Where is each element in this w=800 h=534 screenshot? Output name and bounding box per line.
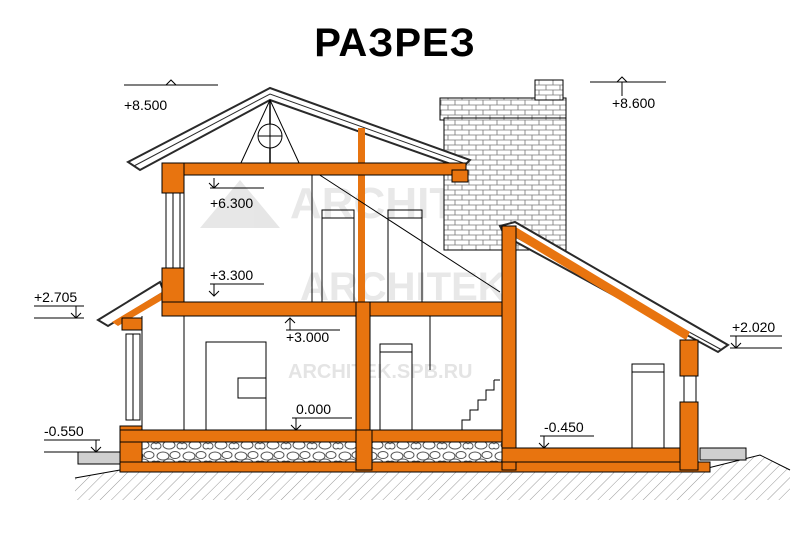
level-marks: [34, 76, 782, 453]
staircase: [461, 380, 495, 430]
level-roof-ridge: +8.500: [124, 97, 167, 113]
level-ground-floor: 0.000: [296, 401, 331, 417]
interior: [125, 175, 697, 449]
main-roof: [126, 86, 472, 308]
level-attic-beam: +6.300: [210, 195, 253, 211]
ground-door-center: [379, 343, 413, 431]
level-right-floor: -0.450: [544, 419, 584, 435]
level-left-eave: +2.705: [34, 289, 77, 305]
level-left-ground: -0.550: [44, 423, 84, 439]
level-chimney-top: +8.600: [612, 95, 655, 111]
foundation-fill-mid: [371, 439, 503, 465]
lower-door-right: [631, 363, 665, 449]
level-second-floor: +3.300: [210, 267, 253, 283]
level-first-ceiling: +3.000: [286, 329, 329, 345]
level-right-eave: +2.020: [732, 319, 775, 335]
structure: [119, 162, 711, 473]
attic-door-right: [387, 209, 423, 303]
ground-door-left: [205, 341, 267, 431]
shed-roof: [311, 169, 730, 354]
drawing-title: РАЗРЕЗ: [314, 21, 476, 65]
chimney: [439, 79, 567, 251]
watermark-logo-icon: [200, 180, 280, 228]
foundation-fill-left: [141, 439, 357, 465]
right-terrace: [699, 447, 747, 461]
left-terrace: [77, 451, 123, 465]
attic-door-left: [321, 209, 355, 303]
